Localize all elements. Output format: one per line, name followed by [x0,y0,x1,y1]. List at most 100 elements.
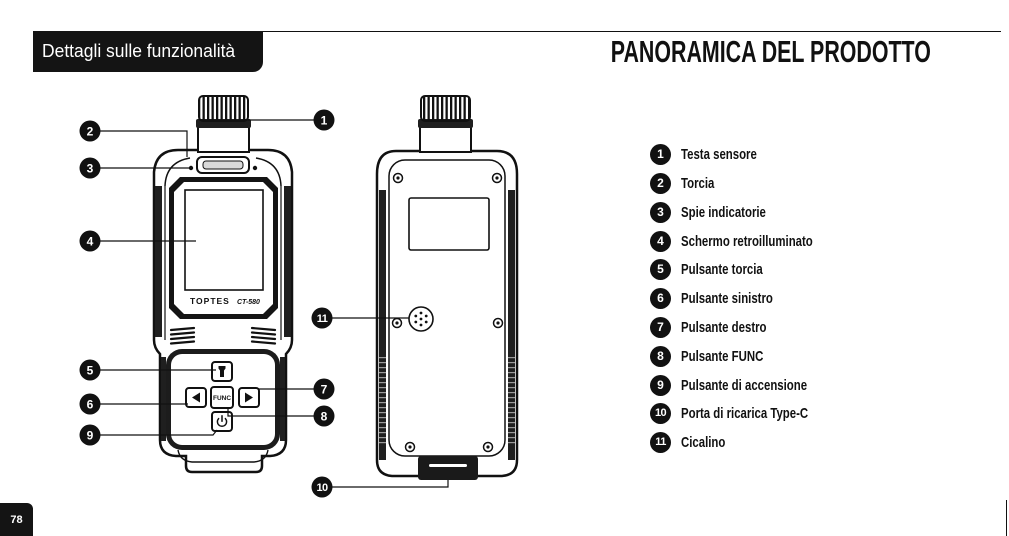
legend-number: 4 [650,230,671,252]
device-back [375,95,519,480]
legend-label: Pulsante FUNC [681,347,764,365]
callout-8: 8 [313,405,335,427]
usb-c-port-icon [418,456,478,480]
callout-number: 5 [87,363,94,377]
legend-number: 8 [650,345,671,367]
sensor-head-back [418,95,473,153]
legend-label: Testa sensore [681,145,757,163]
callout-3: 3 [79,157,101,179]
sensor-head-front [196,95,251,153]
legend-label: Spie indicatorie [681,203,766,221]
model-label: CT-580 [237,299,260,306]
page-title-text: PANORAMICA DEL PRODOTTO [610,34,931,69]
back-grip-left [379,190,386,460]
back-grip-left-texture [379,356,386,446]
callout-9: 9 [79,424,101,446]
arrow-left-icon [192,392,200,403]
arrow-right-icon [245,392,253,403]
legend-label: Pulsante di accensione [681,376,808,394]
front-lower-grip-left [161,357,166,441]
callout-number: 1 [321,113,328,127]
legend-number: 11 [650,431,671,453]
front-contour-left [164,157,191,187]
page-number: 78 [0,503,33,536]
callout-5: 5 [79,359,101,381]
legend-number: 5 [650,258,671,280]
back-grip-right-texture [508,356,515,446]
func-button-label: FUNC [213,395,231,402]
legend-item: 8 Pulsante FUNC [650,345,789,367]
callout-number: 4 [87,234,94,248]
legend-number: 1 [650,143,671,165]
back-body-shell [375,149,519,478]
legend-item: 6 Pulsante sinistro [650,287,802,309]
flashlight-button [211,361,233,382]
right-button [238,387,260,408]
legend-number: 3 [650,201,671,223]
legend-label: Pulsante torcia [681,260,763,278]
front-grip-right [284,186,291,337]
legend-item: 4 Schermo retroilluminato [650,230,854,252]
power-button [211,411,233,432]
page-title: PANORAMICA DEL PRODOTTO [467,36,931,67]
callout-10: 10 [311,476,333,498]
back-grip-right [508,190,515,460]
legend-number: 2 [650,172,671,194]
legend-item: 5 Pulsante torcia [650,258,789,280]
legend-item: 1 Testa sensore [650,143,781,165]
callout-4: 4 [79,230,101,252]
indicator-light-right [252,165,258,171]
front-grip-left [155,186,162,337]
legend-label: Torcia [681,174,715,192]
legend-number: 6 [650,287,671,309]
screen-frame [174,182,273,314]
legend-item: 9 Pulsante di accensione [650,374,847,396]
flashlight-lens [196,156,250,174]
keypad-frame [166,349,280,450]
legend-number: 10 [650,402,671,424]
legend-label: Cicalino [681,433,726,451]
callout-11: 11 [311,307,333,329]
callout-number: 8 [321,409,328,423]
power-icon [216,415,228,428]
back-inner-panel [388,159,506,457]
callout-number: 7 [321,382,328,396]
device-front: TOPTES CT-580 [152,95,294,474]
legend-item: 2 Torcia [650,172,725,194]
section-tab: Dettagli sulle funzionalità [33,31,263,72]
legend-number: 7 [650,316,671,338]
front-contour-right [255,157,282,187]
screw-icon [391,172,504,453]
front-vents [169,326,277,345]
legend-label: Porta di ricarica Type-C [681,404,809,422]
legend-label: Pulsante sinistro [681,289,773,307]
back-label-area [408,197,490,251]
flashlight-icon [218,366,226,377]
front-bottom-contour [177,449,269,463]
front-body-shell [152,148,294,474]
callout-leaders [100,119,449,488]
front-lower-grip-right [280,357,285,441]
screen-bezel [169,177,278,319]
callout-1: 1 [313,109,335,131]
left-button [185,387,207,408]
callout-number: 10 [316,482,328,494]
legend-label: Pulsante destro [681,318,767,336]
callout-number: 6 [87,397,94,411]
speaker-grille-icon [408,306,434,332]
indicator-light-left [188,165,194,171]
legend-item: 10 Porta di ricarica Type-C [650,402,848,424]
brand-logo: TOPTES [190,296,230,306]
func-button: FUNC [210,386,234,409]
callout-7: 7 [313,378,335,400]
callout-number: 3 [87,161,94,175]
callout-number: 11 [317,313,328,325]
legend-item: 7 Pulsante destro [650,316,794,338]
section-tab-label: Dettagli sulle funzionalità [42,41,236,61]
page-edge-rule [1006,500,1007,536]
callout-2: 2 [79,120,101,142]
legend-label: Schermo retroilluminato [681,232,813,250]
legend-item: 3 Spie indicatorie [650,201,793,223]
callout-number: 2 [87,124,94,138]
